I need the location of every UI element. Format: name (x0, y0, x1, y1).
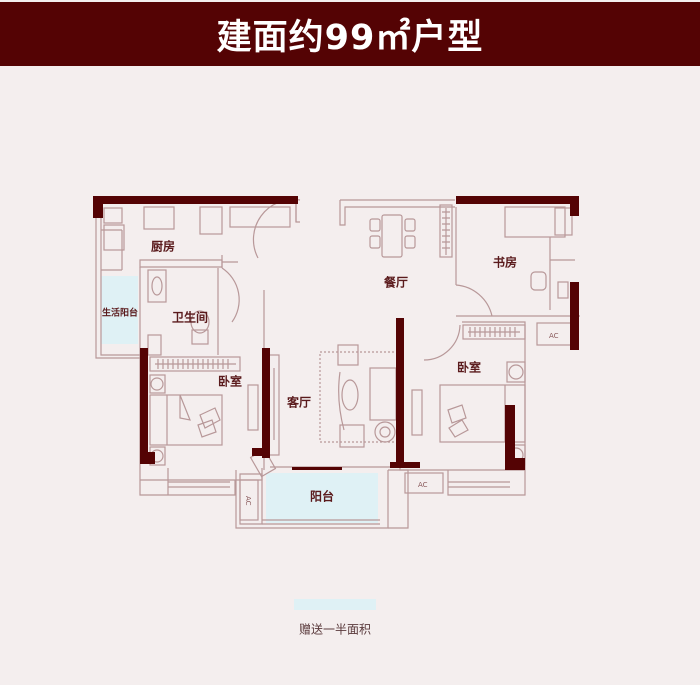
utility-balcony-fill (101, 276, 138, 344)
room-label-dining: 餐厅 (383, 275, 409, 290)
ac-label-living: AC (244, 496, 252, 506)
room-label-bathroom: 卫生间 (171, 310, 209, 325)
balcony-fill (266, 473, 378, 523)
title-type: 户型 (411, 17, 484, 58)
room-label-bedroom-right: 卧室 (456, 360, 482, 375)
room-label-utility-balcony: 生活阳台 (101, 308, 139, 319)
room-label-bedroom-left: 卧室 (217, 374, 243, 389)
legend-text: 赠送一半面积 (298, 622, 372, 637)
header-banner: 建面约99㎡户型 (0, 2, 700, 66)
ac-label-bedroom: AC (418, 481, 428, 489)
room-label-study: 书房 (492, 255, 518, 270)
room-label-balcony: 阳台 (309, 489, 335, 504)
structural-walls (93, 196, 579, 470)
ac-label-study: AC (549, 332, 559, 340)
title-area: 建面约99㎡ (216, 17, 412, 58)
legend-swatch (294, 599, 376, 610)
room-label-living: 客厅 (286, 395, 312, 410)
page-title: 建面约99㎡户型 (217, 9, 484, 60)
room-label-kitchen: 厨房 (150, 239, 176, 254)
